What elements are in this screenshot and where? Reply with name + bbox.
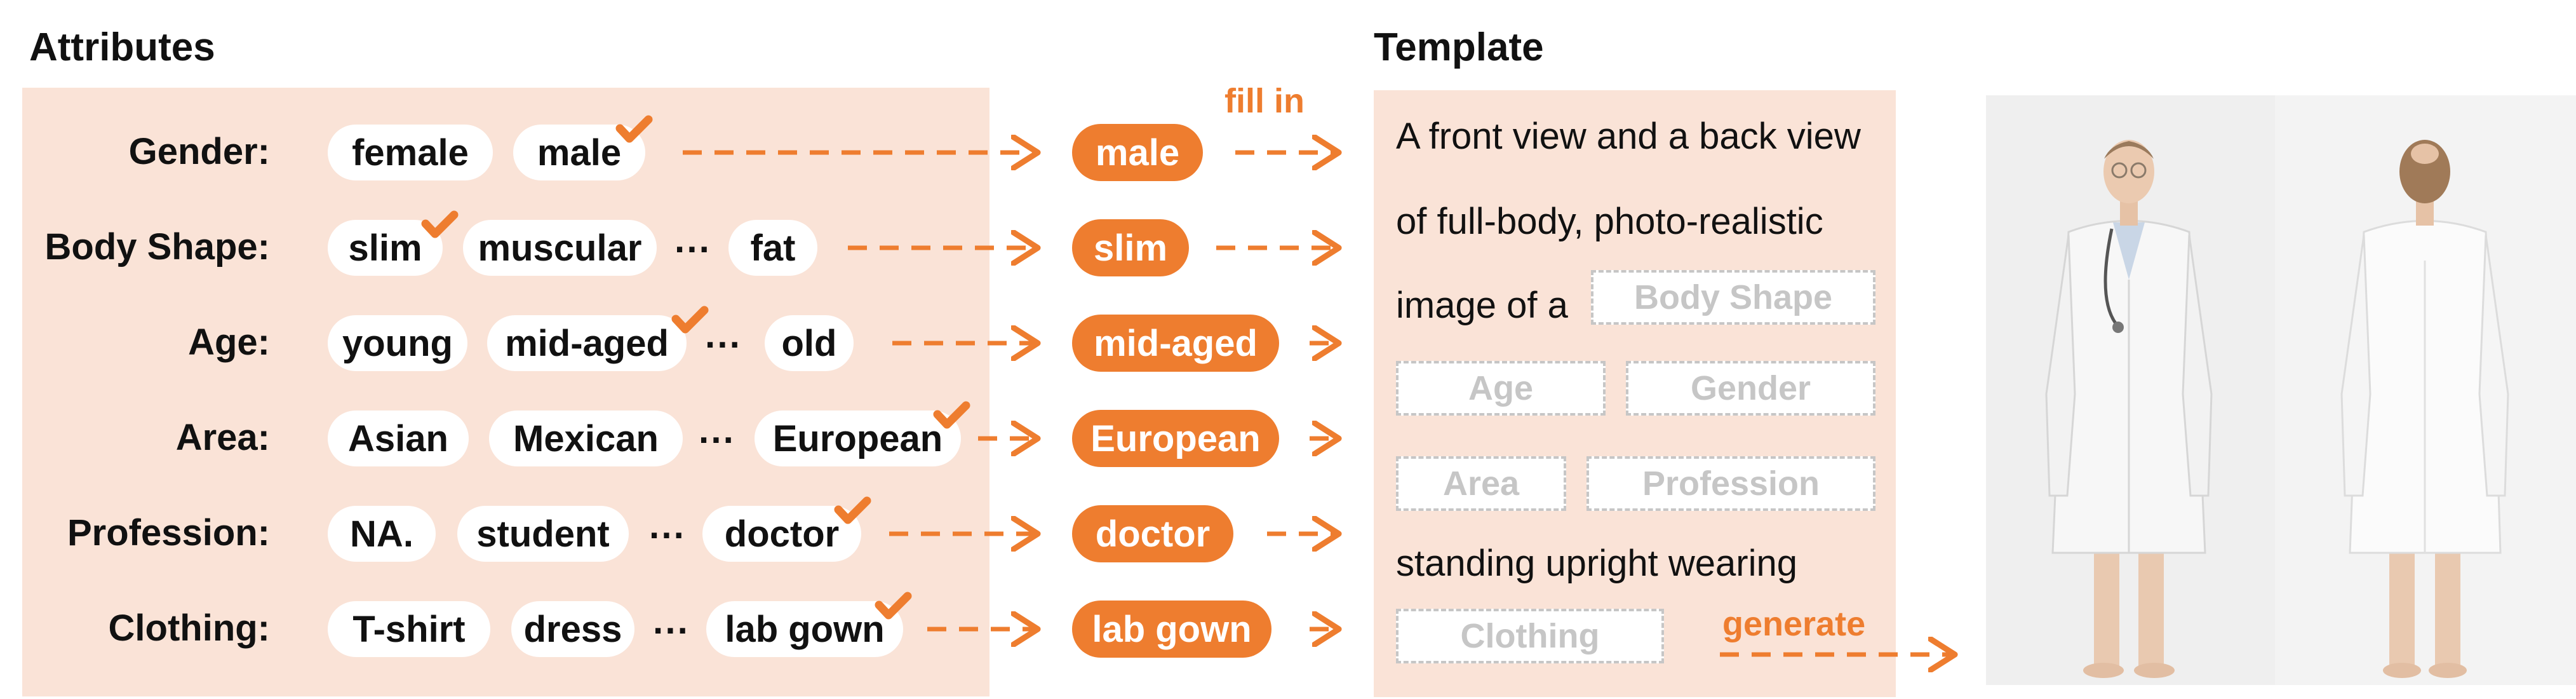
- selected-body-shape: slim: [1072, 219, 1189, 276]
- option-chip: NA.: [328, 506, 436, 562]
- check-icon: [421, 210, 459, 238]
- back-view-image: [2275, 95, 2576, 685]
- row-label-gender: Gender:: [128, 131, 270, 172]
- option-chip: T-shirt: [328, 601, 490, 657]
- ellipsis: ···: [699, 419, 735, 461]
- option-chip: dress: [511, 601, 634, 657]
- selected-gender: male: [1072, 124, 1203, 181]
- row-label-clothing: Clothing:: [108, 607, 270, 649]
- slot-body-shape: Body Shape: [1591, 270, 1875, 325]
- option-chip: old: [765, 315, 854, 371]
- slot-clothing: Clothing: [1396, 609, 1664, 663]
- option-chip-selected: mid-aged: [487, 315, 687, 371]
- check-icon: [615, 115, 653, 143]
- row-label-body-shape: Body Shape:: [44, 226, 271, 268]
- template-heading: Template: [1374, 25, 1544, 69]
- generate-label: generate: [1722, 605, 1866, 643]
- check-icon: [875, 592, 912, 620]
- option-chip: Asian: [328, 411, 469, 466]
- option-chip: fat: [728, 220, 817, 276]
- template-line-4: standing upright wearing: [1396, 543, 1797, 584]
- option-chip: young: [328, 315, 467, 371]
- selected-age: mid-aged: [1072, 315, 1279, 372]
- option-chip-selected: lab gown: [706, 601, 903, 657]
- check-icon: [933, 401, 970, 429]
- ellipsis: ···: [649, 515, 686, 556]
- option-chip-selected: slim: [328, 220, 443, 276]
- selected-profession: doctor: [1072, 505, 1233, 562]
- row-label-profession: Profession:: [67, 512, 270, 553]
- template-line-3: image of a: [1396, 285, 1568, 326]
- slot-gender: Gender: [1626, 361, 1875, 416]
- ellipsis: ···: [674, 229, 711, 270]
- check-icon: [834, 496, 871, 524]
- selected-clothing: lab gown: [1072, 601, 1271, 658]
- ellipsis: ···: [705, 324, 742, 365]
- template-line-2: of full-body, photo-realistic: [1396, 201, 1823, 242]
- template-line-1: A front view and a back view: [1396, 116, 1861, 157]
- slot-profession: Profession: [1587, 456, 1875, 511]
- option-chip: student: [457, 506, 629, 562]
- slot-age: Age: [1396, 361, 1606, 416]
- option-chip-selected: European: [755, 411, 961, 466]
- row-label-area: Area:: [175, 417, 270, 458]
- row-label-age: Age:: [188, 322, 270, 363]
- option-chip-selected: male: [513, 125, 645, 180]
- attributes-panel: [22, 88, 989, 696]
- check-icon: [671, 306, 709, 334]
- option-chip-selected: doctor: [702, 506, 861, 562]
- option-chip: muscular: [463, 220, 657, 276]
- selected-area: European: [1072, 410, 1279, 467]
- front-view-image: [1986, 95, 2275, 685]
- ellipsis: ···: [653, 610, 690, 651]
- fill-in-label: fill in: [1224, 82, 1305, 120]
- attributes-heading: Attributes: [29, 25, 215, 69]
- option-chip: Mexican: [489, 411, 683, 466]
- slot-area: Area: [1396, 456, 1566, 511]
- option-chip: female: [328, 125, 493, 180]
